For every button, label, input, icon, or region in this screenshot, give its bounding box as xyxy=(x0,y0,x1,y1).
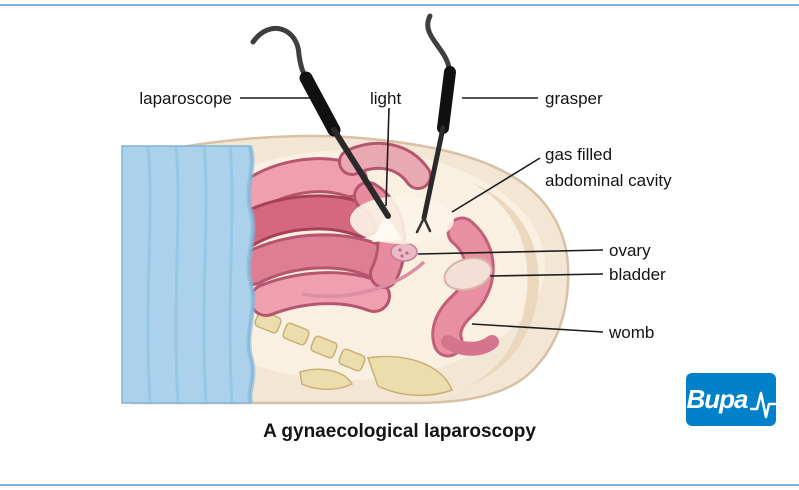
label-light: light xyxy=(370,89,402,108)
womb-shape xyxy=(431,216,499,358)
fallopian-strand xyxy=(301,260,426,298)
ovary-shape xyxy=(390,242,418,262)
label-womb: womb xyxy=(609,323,655,342)
spine-bones xyxy=(254,310,453,397)
bottom-border xyxy=(0,484,799,486)
bladder-shape xyxy=(443,257,493,291)
top-border xyxy=(0,4,799,6)
label-ovary: ovary xyxy=(609,241,651,260)
grasper-instrument xyxy=(415,13,456,234)
label-laparoscope: laparoscope xyxy=(139,89,232,108)
bupa-wordmark: Bupa xyxy=(686,384,749,414)
label-grasper: grasper xyxy=(545,89,603,108)
leader-lines xyxy=(240,97,604,333)
insufflation-glow xyxy=(350,196,454,244)
surgical-drape xyxy=(121,145,256,404)
heartbeat-pulse-icon xyxy=(749,391,776,418)
diagram-caption: A gynaecological laparoscopy xyxy=(263,421,536,442)
label-bladder: bladder xyxy=(609,265,666,284)
laparoscope-instrument xyxy=(250,25,391,219)
bupa-logo: Bupa xyxy=(686,373,776,426)
label-gas-filled-abdominal-cavity: gas filled abdominal cavity xyxy=(545,145,672,190)
